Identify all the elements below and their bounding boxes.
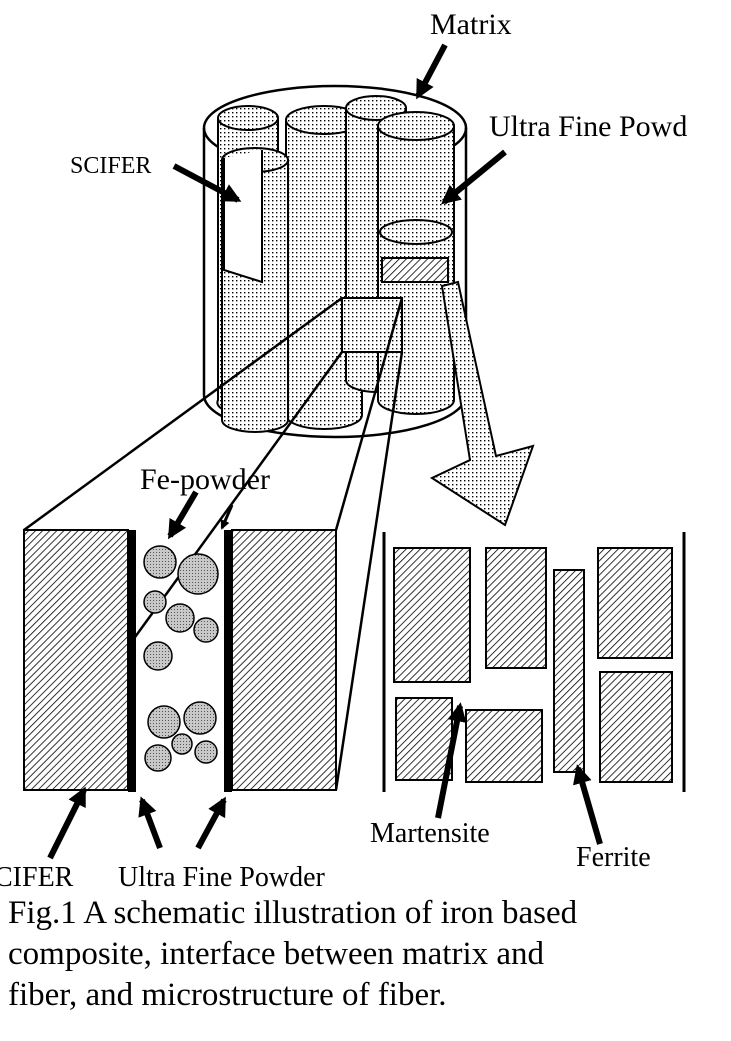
martensite-block — [393, 547, 471, 683]
ultra-fine-powder-label-bottom: Ultra Fine Powder — [118, 862, 326, 890]
scifer-label-top: SCIFER — [70, 153, 151, 179]
interface-detail — [23, 529, 337, 792]
composite-schematic: Matrix Ultra Fine Powd SCIFER Fe-powder … — [0, 8, 687, 890]
martensite-label: Martensite — [370, 818, 490, 849]
cylinder-body — [202, 128, 468, 439]
microstructure-detail — [382, 532, 686, 792]
fiber-section — [381, 257, 449, 283]
fe-powder-tick — [220, 504, 234, 530]
matrix-label: Matrix — [430, 8, 512, 41]
martensite-block — [485, 547, 547, 669]
fe-powder-arrow — [167, 490, 199, 540]
caption-line: fiber, and microstructure of fiber. — [8, 977, 447, 1013]
ultra-fine-powder-arrow-right — [195, 796, 227, 850]
scifer-arrow-top — [172, 163, 242, 203]
ultra-fine-powder-layer-right — [224, 530, 232, 792]
martensite-block — [465, 709, 543, 783]
ultra-fine-powder-label-top: Ultra Fine Powd — [489, 110, 687, 143]
ferrite-arrow — [573, 764, 603, 845]
scifer-region-right — [231, 529, 337, 791]
martensite-block — [599, 671, 673, 783]
ferrite-label: Ferrite — [576, 842, 651, 873]
matrix-arrow — [415, 43, 448, 100]
magnify-arrow — [429, 280, 535, 527]
martensite-block — [395, 697, 453, 781]
scifer-label-bottom: CIFER — [0, 862, 74, 890]
martensite-arrow — [435, 702, 467, 819]
ultra-fine-powder-layer-left — [128, 530, 136, 792]
ultra-fine-powder-arrow-top — [441, 149, 507, 205]
caption-line: Fig.1 A schematic illustration of iron b… — [8, 895, 578, 931]
scifer-region-left — [23, 529, 129, 791]
composite-cylinder — [202, 84, 468, 439]
martensite-block — [597, 547, 673, 659]
fiber-bundle — [216, 95, 455, 433]
ferrite-block — [553, 569, 585, 773]
magnify-region — [341, 297, 403, 353]
pointer-arrows — [47, 43, 603, 860]
scifer-arrow-bottom — [47, 786, 87, 860]
fe-powder-particles — [143, 545, 219, 772]
caption-line: composite, interface between matrix and — [8, 936, 545, 972]
fe-powder-label: Fe-powder — [140, 463, 270, 496]
figure-caption: Fig.1 A schematic illustration of iron b… — [8, 893, 728, 1016]
ultra-fine-powder-arrow-left — [138, 796, 163, 850]
